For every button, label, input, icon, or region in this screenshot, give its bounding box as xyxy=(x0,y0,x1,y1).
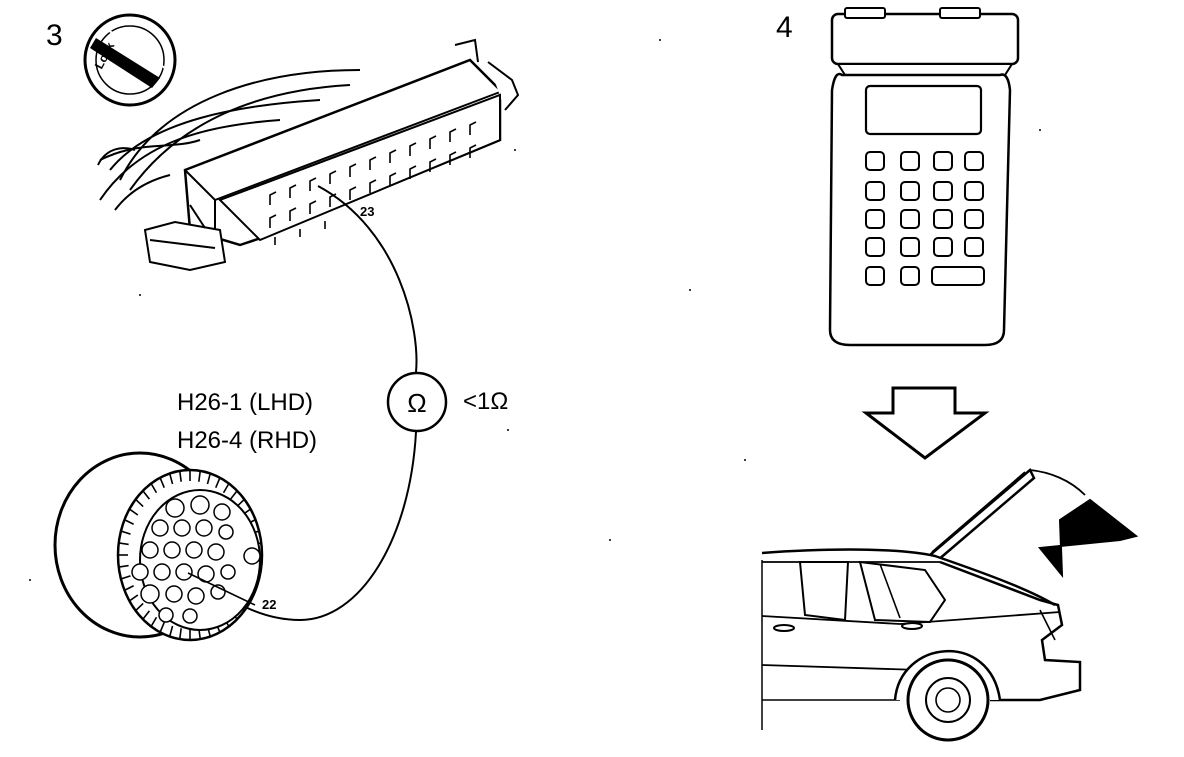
knurl-line xyxy=(215,477,221,488)
knurl-line xyxy=(135,498,144,508)
ecu-connector xyxy=(97,38,520,272)
knurl-line xyxy=(198,470,202,482)
knurl-line xyxy=(178,628,182,640)
pin-label-23: 23 xyxy=(360,204,374,219)
test-lead-upper xyxy=(317,185,418,373)
knurl-line xyxy=(142,490,151,500)
pin-label-22: 22 xyxy=(262,597,276,612)
connector-label-rhd: H26-4 (RHD) xyxy=(177,427,317,454)
ohm-symbol: Ω xyxy=(407,388,426,418)
knurl-line xyxy=(128,508,139,516)
diagnostic-tool xyxy=(828,7,1020,347)
connector-label-lhd: H26-1 (LHD) xyxy=(177,389,313,416)
knurl-line xyxy=(206,473,212,485)
knurl-line xyxy=(142,610,151,620)
knurl-line xyxy=(118,542,129,546)
step-number-4: 4 xyxy=(776,11,793,44)
knurl-line xyxy=(124,518,134,525)
knurl-line xyxy=(135,602,144,612)
knurl-line xyxy=(178,470,182,482)
knurl-line xyxy=(118,564,129,568)
knurl-line xyxy=(159,477,165,488)
resistance-reading: <1Ω xyxy=(463,388,508,415)
knurl-line xyxy=(159,622,165,633)
knurl-line xyxy=(120,575,131,580)
up-arrow-icon xyxy=(1038,498,1139,578)
knurl-line xyxy=(150,616,158,627)
round-connector xyxy=(53,451,264,642)
knurl-line xyxy=(222,483,230,494)
knurl-line xyxy=(168,625,174,637)
car-rear xyxy=(761,468,1086,742)
knurl-line xyxy=(150,483,158,494)
knurl-line xyxy=(128,594,139,602)
down-arrow-icon xyxy=(861,386,990,460)
knurl-line xyxy=(124,585,134,592)
knurl-line xyxy=(168,473,174,485)
ignition-key-icon: Lock xyxy=(83,13,177,107)
scan-noise xyxy=(29,39,1041,581)
knurl-line xyxy=(120,530,131,535)
step-number-3: 3 xyxy=(46,19,63,52)
ohmmeter-icon: Ω xyxy=(386,371,448,433)
knurl-line xyxy=(229,490,238,500)
